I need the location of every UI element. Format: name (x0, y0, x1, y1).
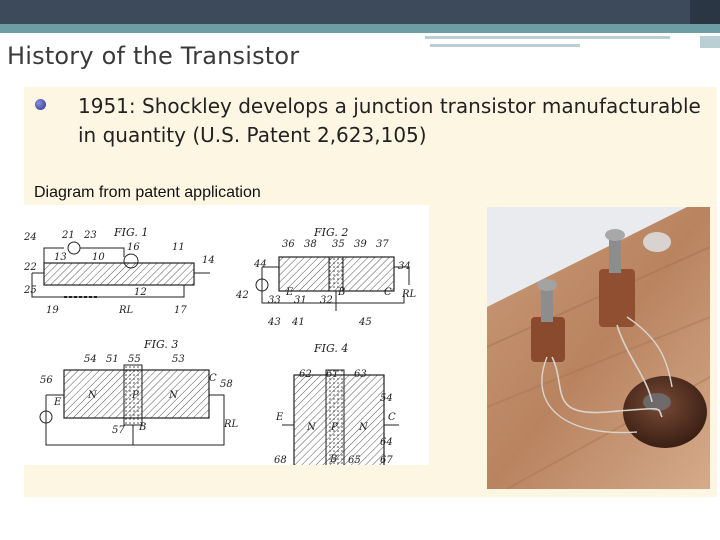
patent-diagram-drawing: FIG. 1 24 21 23 16 14 11 22 13 10 12 25 … (24, 226, 417, 465)
bullet-text: 1951: Shockley develops a junction trans… (78, 94, 701, 147)
fig1-num: 12 (134, 287, 147, 298)
fig1-num: 24 (24, 232, 37, 243)
fig2-num: 42 (235, 290, 249, 301)
fig1-num: 16 (127, 242, 140, 253)
fig1: FIG. 1 24 21 23 16 14 11 22 13 10 12 25 … (24, 226, 215, 316)
bullet-icon (35, 99, 46, 110)
fig4-num: 67 (380, 455, 393, 465)
teal-band (0, 24, 720, 33)
fig4-num: 63 (354, 369, 367, 380)
fig1-num: 11 (172, 242, 185, 253)
patent-diagram: FIG. 1 24 21 23 16 14 11 22 13 10 12 25 … (24, 205, 429, 465)
fig2-num: 35 (332, 239, 345, 250)
fig3-num: 57 (112, 425, 125, 436)
fig3-num: 56 (40, 375, 53, 386)
fig1-num: 25 (24, 285, 37, 296)
fig1-num: 22 (24, 262, 37, 273)
fig2-num: 39 (354, 239, 367, 250)
fig2-num: 32 (320, 295, 333, 306)
fig2-num: 37 (376, 239, 389, 250)
accent-line (700, 36, 720, 48)
fig3-num: 55 (128, 354, 141, 365)
fig2-terminal: C (384, 287, 392, 298)
fig3-label: FIG. 3 (143, 338, 178, 351)
fig2-num: 43 (267, 317, 281, 328)
fig3-region: N (168, 390, 179, 401)
fig3-num: 58 (220, 379, 233, 390)
fig1-num: 21 (61, 230, 75, 241)
fig2-num: 34 (398, 261, 411, 272)
fig1-num: 23 (83, 230, 97, 241)
fig3-num: 51 (106, 354, 119, 365)
fig2-load: RL (401, 289, 417, 300)
fig4-num: 62 (299, 369, 312, 380)
fig4-num: 61 (326, 369, 339, 380)
fig4-region: N (358, 422, 369, 433)
transistor-photo (487, 207, 710, 489)
accent-line (430, 44, 580, 47)
fig1-num: 19 (46, 305, 59, 316)
top-banner (0, 0, 720, 24)
fig2-terminal: E (285, 287, 294, 298)
fig4-label: FIG. 4 (313, 342, 348, 355)
fig1-num: 17 (174, 305, 187, 316)
top-banner-corner (690, 0, 720, 24)
fig2-num: 33 (268, 295, 281, 306)
fig3-terminal: E (53, 397, 62, 408)
fig2-terminal: B (337, 287, 345, 298)
fig4-terminal: E (275, 412, 284, 423)
fig3-terminal: B (138, 422, 146, 433)
fig4-num: 68 (274, 455, 287, 465)
fig1-label: FIG. 1 (113, 226, 148, 239)
fig3: FIG. 3 54 51 55 53 56 58 57 N P N E C B … (39, 338, 239, 446)
fig3-num: 53 (172, 354, 185, 365)
slide-title: History of the Transistor (7, 42, 300, 70)
fig4-terminal: C (388, 412, 396, 423)
fig4-num: 54 (380, 393, 393, 404)
fig1-num: 13 (54, 252, 67, 263)
fig1-load: RL (118, 305, 134, 316)
fig3-terminal: C (209, 373, 217, 384)
fig3-region: P (131, 390, 139, 401)
fig2-label: FIG. 2 (313, 226, 348, 239)
fig2-num: 36 (282, 239, 295, 250)
fig3-num: 54 (84, 354, 97, 365)
fig4: FIG. 4 62 61 63 54 64 67 68 65 N P N E C… (274, 342, 399, 465)
fig3-load: RL (223, 419, 239, 430)
fig2-num: 31 (294, 295, 307, 306)
diagram-caption: Diagram from patent application (34, 184, 261, 201)
fig1-num: 14 (202, 255, 215, 266)
fig2-num: 44 (253, 259, 267, 270)
fig4-num: 64 (380, 437, 393, 448)
fig2-num: 38 (304, 239, 317, 250)
fig4-num: 65 (348, 455, 361, 465)
fig2-num: 45 (358, 317, 372, 328)
fig2-num: 41 (291, 317, 305, 328)
fig2: FIG. 2 36 38 35 39 37 34 44 42 33 31 32 … (235, 226, 417, 328)
fig4-region: N (306, 422, 317, 433)
fig4-terminal: B (329, 454, 337, 465)
accent-line (425, 36, 670, 39)
fig3-region: N (87, 390, 98, 401)
fig1-num: 10 (92, 252, 105, 263)
fig4-region: P (330, 422, 338, 433)
